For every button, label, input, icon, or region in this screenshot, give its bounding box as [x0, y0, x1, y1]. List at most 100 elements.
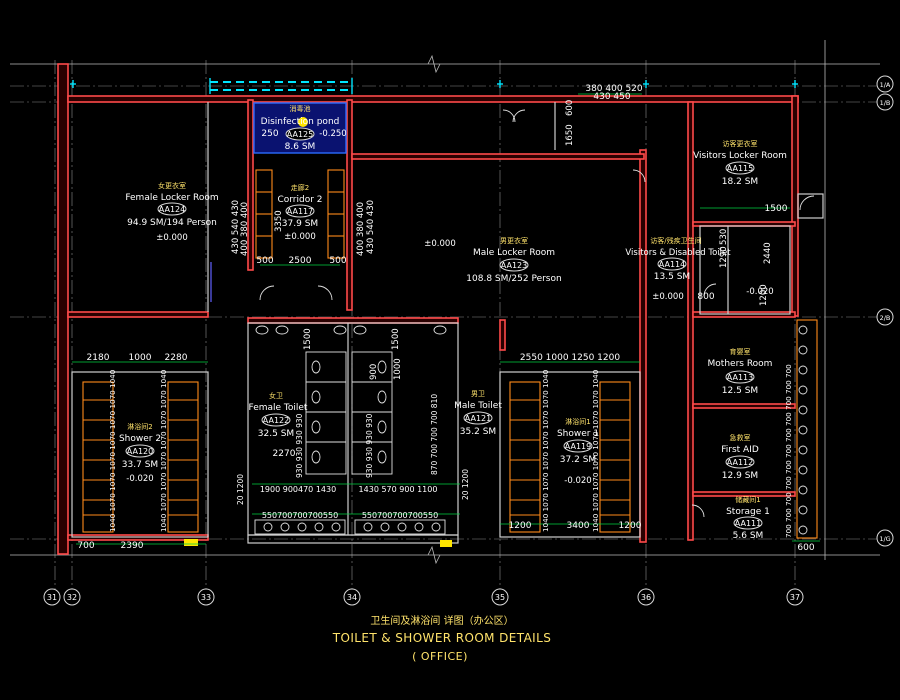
room-cn-label: 访客更衣室 — [723, 139, 758, 148]
dim-s2-col-r: 1040 1070 1070 1070 1070 1070 1070 1040 — [159, 369, 168, 532]
dim-s1-col-r: 1040 1070 1070 1070 1070 1070 1070 1040 — [591, 369, 600, 532]
room-id: AA124 — [159, 205, 185, 214]
dim-3350: 3350 — [274, 210, 284, 232]
title-chinese: 卫生间及淋浴间 详图（办公区） — [370, 614, 513, 627]
dim-600-bottom: 600 — [797, 543, 814, 553]
dim-mt-side: 20 1200 — [461, 469, 470, 500]
room-area: 12.9 SM — [722, 471, 758, 481]
room-area: 33.7 SM — [122, 460, 158, 470]
dim-top: 380 400 520 — [585, 84, 643, 94]
dim-top-2: 430 450 — [593, 92, 630, 102]
dim-mt-col: 870 700 700 700 810 — [430, 394, 439, 475]
grid-bubbles: 31 32 33 34 35 36 37 1/A 1/B 2/B 1/G — [43, 75, 894, 606]
room-level-2: -0.020 — [746, 287, 773, 297]
dim-2440: 2440 — [763, 242, 773, 264]
dim-2270: 2270 — [273, 449, 296, 459]
room-cn-label: 育婴室 — [730, 347, 751, 356]
room-name: Visitors & Disabled Toilet — [625, 248, 731, 258]
grid-label-32: 32 — [67, 593, 77, 602]
dim-ft-col-a: 930 930 930 930 — [295, 413, 304, 478]
dim-1200-vis: 1200 — [759, 284, 769, 306]
room-corridor-2: 走廊2 Corridor 2 AA117 37.9 SM ±0.000 — [277, 183, 322, 242]
yellow-marker-mid — [440, 540, 452, 547]
room-cn-label: 访客/残疾卫生间 — [650, 236, 701, 245]
dim-500-a: 500 — [256, 256, 273, 266]
room-cn-label: 淋浴间2 — [127, 422, 152, 431]
grid-label-1g: 1/G — [879, 535, 890, 543]
dim-ft-fixtures: 550700700700550 — [262, 511, 338, 520]
room-first-aid: 急救室 First AID AA112 12.9 SM — [721, 433, 759, 481]
yellow-marker-left — [184, 539, 198, 546]
room-cn-label: 女卫 — [269, 391, 283, 400]
dim-1650: 1650 — [565, 124, 575, 146]
room-disinfection: 消毒池 Disinfection pond 250 AA125 -0.250 8… — [261, 104, 347, 152]
room-name: First AID — [721, 445, 759, 455]
grid-label-36: 36 — [641, 593, 651, 602]
room-storage-1: 储藏间1 Storage 1 AA111 5.6 SM — [726, 495, 770, 541]
dim-mt-fixtures: 550700700700550 — [362, 511, 438, 520]
dim-mt-1500: 1500 — [391, 328, 401, 350]
room-name: Female Locker Room — [125, 193, 218, 203]
dim-corr-right-a: 430 540 430 — [366, 200, 376, 254]
room-name: Male Toilet — [454, 401, 502, 411]
interior-walls — [71, 102, 824, 544]
room-id: AA120 — [127, 447, 153, 456]
room-visitors-disabled-toilet: 访客/残疾卫生间 Visitors & Disabled Toilet AA11… — [625, 236, 773, 302]
room-id: AA117 — [287, 207, 313, 216]
dim-1500-vis: 1500 — [765, 204, 788, 214]
room-id: AA122 — [263, 416, 289, 425]
dim-s1-1200-a: 1200 — [509, 521, 532, 531]
room-male-toilet: 男卫 Male Toilet AA121 35.2 SM — [454, 390, 502, 437]
room-name: Shower 2 — [119, 434, 161, 444]
room-id: AA115 — [727, 164, 753, 173]
drawing-title: 卫生间及淋浴间 详图（办公区） TOILET & SHOWER ROOM DET… — [332, 614, 551, 663]
room-cn-label: 女更衣室 — [158, 181, 186, 190]
room-shower-1: 淋浴间1 Shower 1 AA119 37.2 SM -0.020 — [557, 417, 599, 486]
dimension-texts: 380 400 520 430 450 1650 600 1500 2440 1… — [77, 84, 814, 553]
room-dim: 250 — [261, 129, 278, 139]
dim-ft-900: 900 — [369, 364, 379, 380]
dim-s1-top: 2550 1000 1250 1200 — [520, 353, 620, 363]
dim-2280: 2280 — [165, 353, 188, 363]
room-level: -0.250 — [319, 129, 346, 139]
room-id: AA112 — [727, 458, 753, 467]
room-level: -0.020 — [564, 476, 591, 486]
room-level: ±0.000 — [156, 233, 187, 243]
room-area: 94.9 SM/194 Person — [127, 218, 217, 228]
room-id: AA114 — [659, 260, 685, 269]
room-area: 108.8 SM/252 Person — [466, 274, 561, 284]
room-area: 8.6 SM — [285, 142, 316, 152]
room-level: ±0.000 — [284, 232, 315, 242]
dim-corr-right-b: 400 380 400 — [356, 202, 366, 256]
room-area: 13.5 SM — [654, 272, 690, 282]
title-english: TOILET & SHOWER ROOM DETAILS — [332, 631, 551, 645]
dim-right-col: 700 700 700 700 700 700 700 700 700 700 … — [784, 364, 793, 538]
dimension-lines — [72, 93, 820, 545]
room-name: Shower 1 — [557, 429, 599, 439]
grid-label-1b: 1/B — [880, 99, 891, 107]
room-area: 12.5 SM — [722, 386, 758, 396]
room-shower-2: 淋浴间2 Shower 2 AA120 33.7 SM -0.020 — [119, 422, 161, 484]
dim-mt-bottom: 1430 570 900 1100 — [359, 485, 438, 494]
dim-ft-bottom: 1900 900470 1430 — [260, 485, 336, 494]
room-area: 18.2 SM — [722, 177, 758, 187]
dim-1000: 1000 — [129, 353, 152, 363]
room-area: 37.9 SM — [282, 219, 318, 229]
room-mothers: 育婴室 Mothers Room AA113 12.5 SM — [708, 347, 773, 396]
dim-1290: 1290 — [719, 246, 729, 268]
grid-label-33: 33 — [201, 593, 211, 602]
room-area: 5.6 SM — [733, 531, 764, 541]
room-id: AA123 — [501, 261, 527, 270]
grid-label-31: 31 — [47, 593, 57, 602]
doors — [259, 109, 815, 518]
room-cn-label: 消毒池 — [290, 104, 311, 113]
room-name: Storage 1 — [726, 507, 770, 517]
room-level: ±0.000 — [652, 292, 683, 302]
dim-ft-col-b: 930 930 930 930 — [365, 413, 374, 478]
dim-s1-3400: 3400 — [567, 521, 590, 531]
dim-530: 530 — [719, 229, 729, 245]
room-id: AA125 — [287, 130, 313, 139]
grid-label-34: 34 — [347, 593, 357, 602]
room-female-locker: 女更衣室 Female Locker Room AA124 94.9 SM/19… — [125, 181, 218, 243]
